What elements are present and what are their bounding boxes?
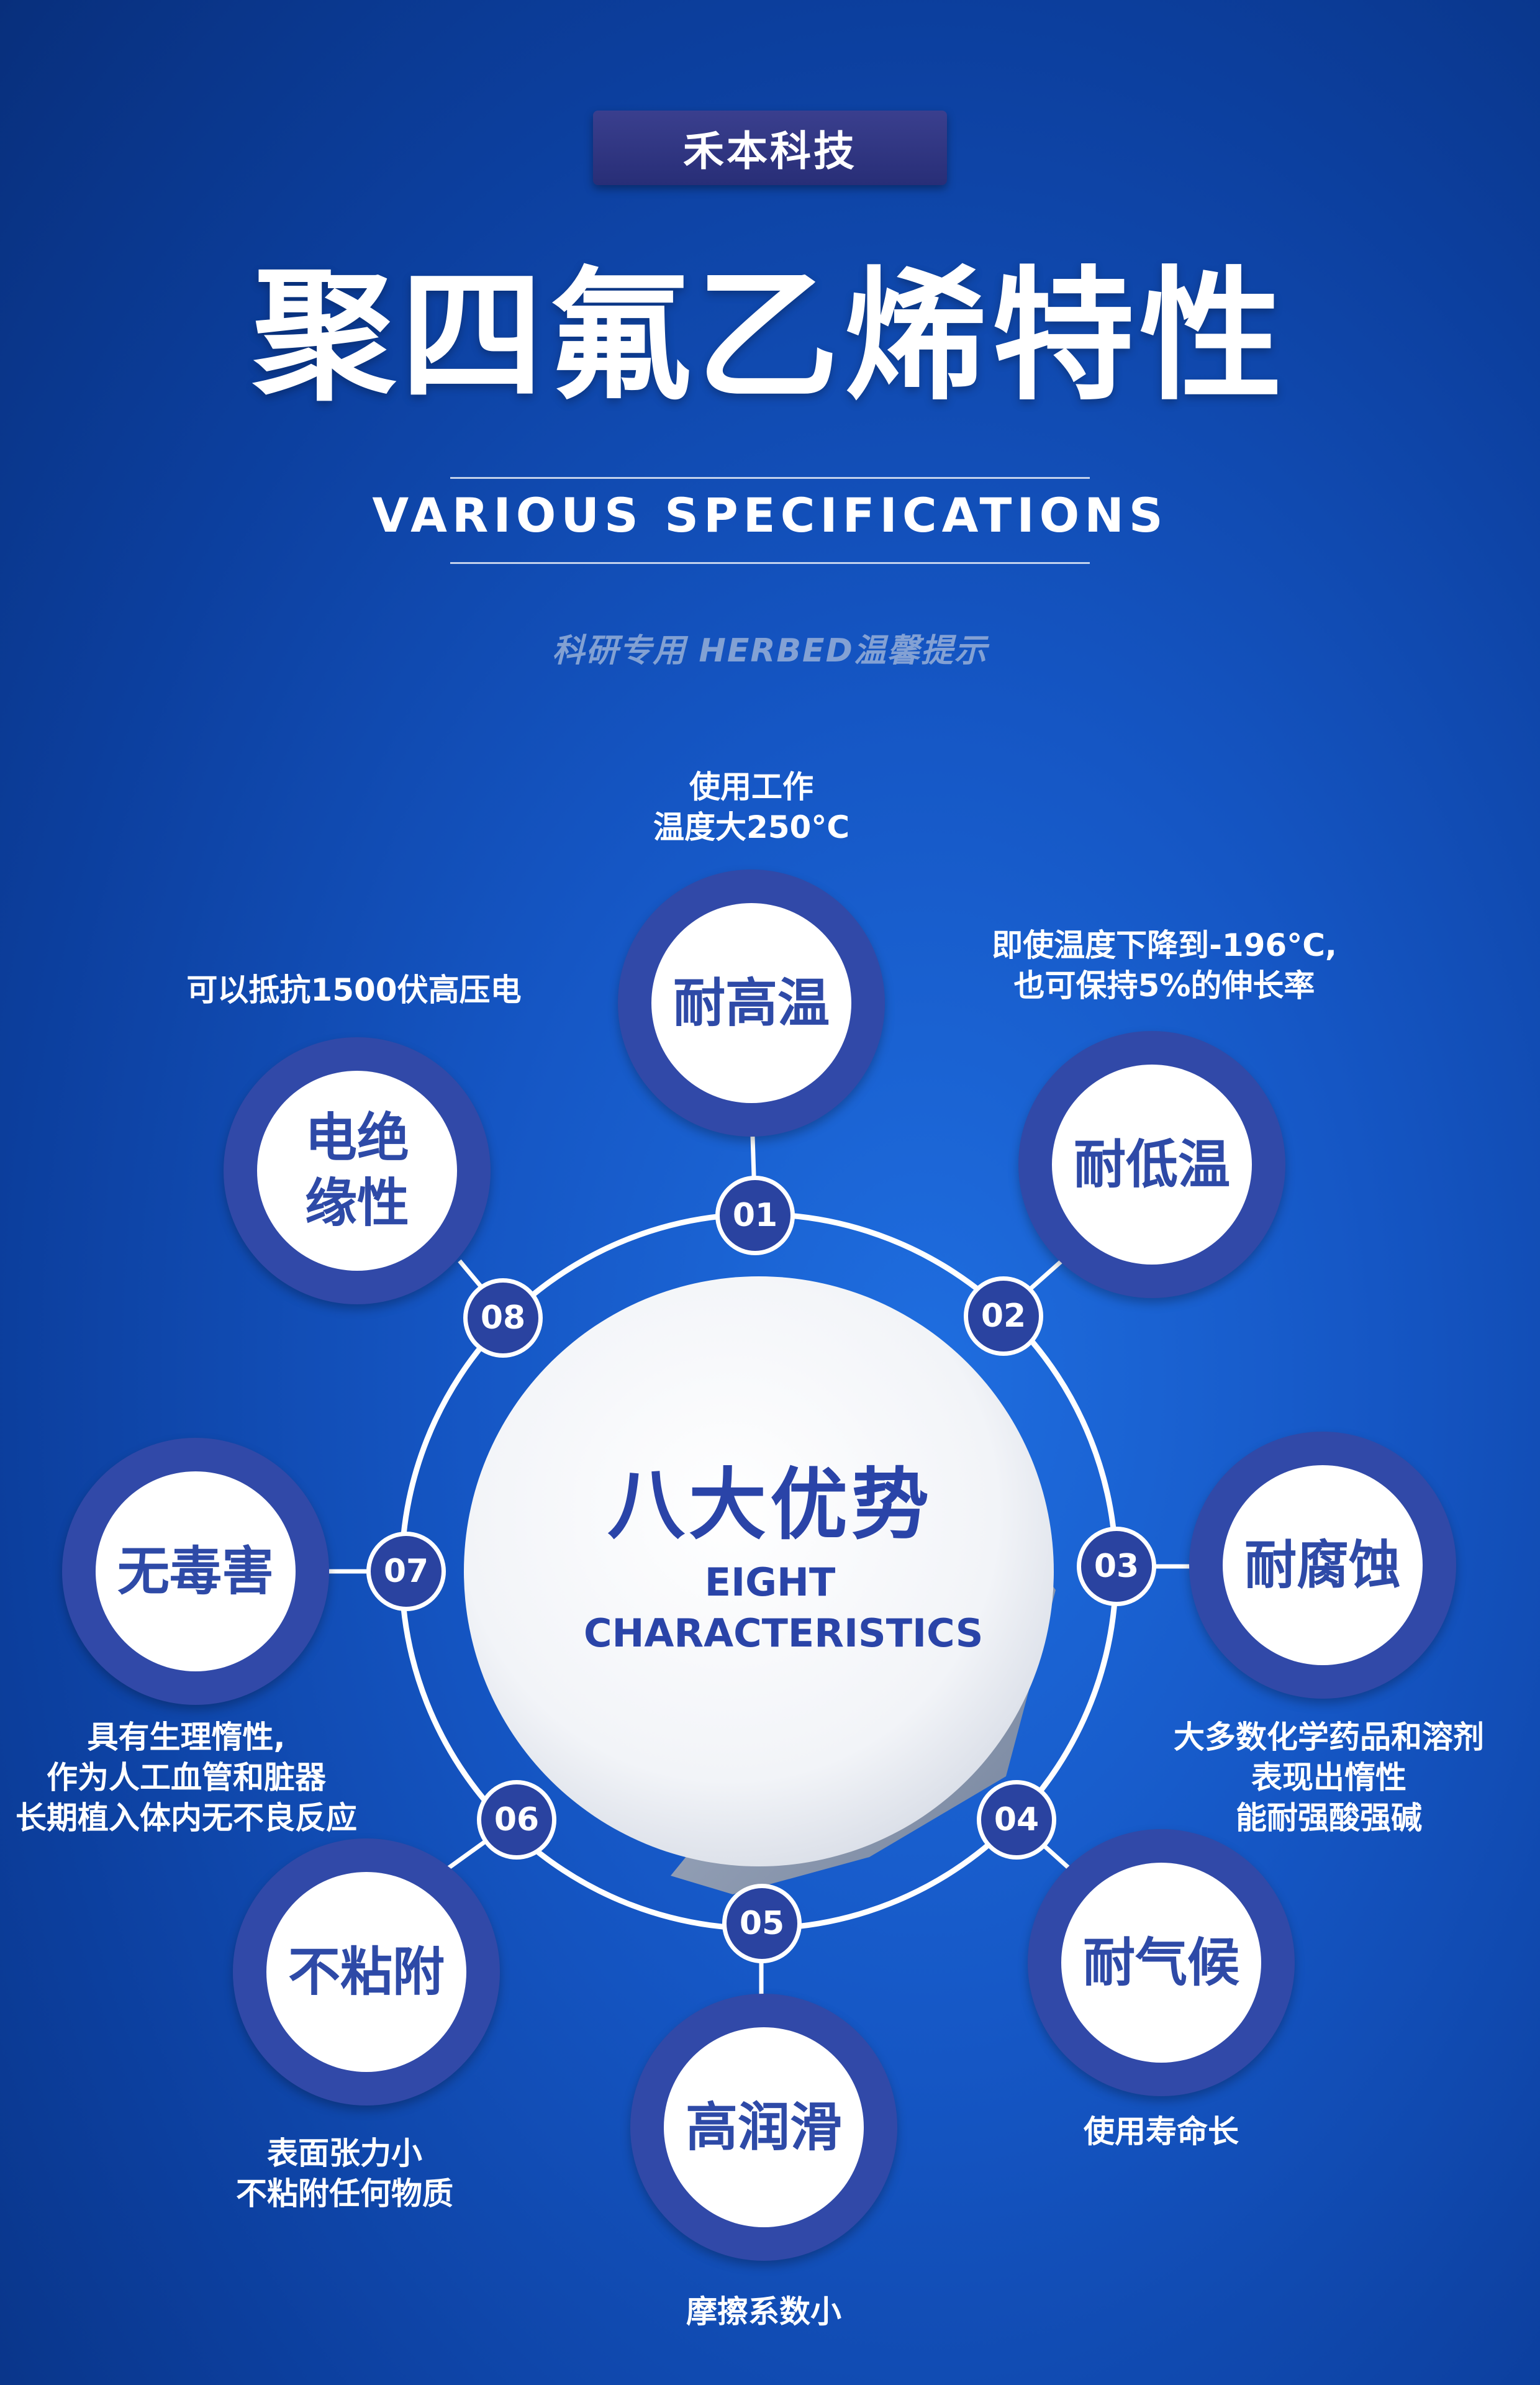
badge-05: 05 <box>722 1884 802 1963</box>
feature-desc-weather: 使用寿命长 <box>1084 2114 1239 2150</box>
feature-desc-insulation: 可以抵抗1500伏高压电 <box>186 972 522 1008</box>
page-subtitle: VARIOUS SPECIFICATIONS <box>372 488 1168 543</box>
center-en-line1: EIGHT <box>704 1559 836 1605</box>
brand-name: 禾本科技 <box>683 127 857 175</box>
feature-node-non-stick: 不粘附 <box>233 1838 500 2106</box>
divider-bottom <box>450 562 1090 564</box>
center-title: 八大优势 <box>607 1460 933 1550</box>
feature-label: 耐高温 <box>673 972 830 1034</box>
badge-01: 01 <box>715 1176 795 1255</box>
feature-node-weather: 耐气候 <box>1028 1829 1295 2096</box>
feature-desc-low-temp: 即使温度下降到-196°C,也可保持5%的伸长率 <box>992 927 1337 1004</box>
feature-desc-non-toxic: 具有生理惰性,作为人工血管和脏器长期植入体内无不良反应 <box>16 1719 357 1836</box>
center-label: 八大优势 EIGHT CHARACTERISTICS <box>584 1460 984 1656</box>
feature-label: 耐气候 <box>1082 1932 1239 1993</box>
feature-label-line2: 缘性 <box>304 1173 409 1233</box>
feature-desc-corrosion: 大多数化学药品和溶剂表现出惰性能耐强酸强碱 <box>1174 1719 1484 1836</box>
badge-02: 02 <box>964 1276 1043 1356</box>
feature-desc-non-stick: 表面张力小不粘附任何物质 <box>236 2135 453 2212</box>
feature-label: 电绝 缘性 <box>305 1106 409 1236</box>
feature-label: 无毒害 <box>117 1540 274 1602</box>
badge-03: 03 <box>1077 1527 1156 1606</box>
feature-node-lubrication: 高润滑 <box>630 1994 897 2261</box>
badge-06: 06 <box>477 1780 556 1860</box>
badge-08: 08 <box>463 1278 543 1358</box>
feature-label: 高润滑 <box>685 2096 842 2158</box>
center-disc <box>464 1276 1054 1866</box>
feature-desc-high-temp: 使用工作温度大250°C <box>653 769 850 845</box>
page-title: 聚四氟乙烯特性 <box>252 254 1287 420</box>
brand-badge: 禾本科技 <box>593 111 947 185</box>
feature-label: 耐低温 <box>1073 1133 1230 1195</box>
feature-label: 不粘附 <box>288 1941 445 2002</box>
feature-label: 耐腐蚀 <box>1244 1534 1401 1596</box>
center-en-line2: CHARACTERISTICS <box>584 1610 984 1656</box>
feature-node-high-temp: 耐高温 <box>618 870 885 1137</box>
feature-node-insulation: 电绝 缘性 <box>224 1037 491 1304</box>
hint-text: 科研专用 HERBED温馨提示 <box>552 632 988 670</box>
feature-label-line1: 电绝 <box>304 1107 409 1168</box>
badge-04: 04 <box>977 1780 1056 1860</box>
badge-07: 07 <box>366 1532 446 1611</box>
divider-top <box>450 477 1090 479</box>
feature-desc-lubrication: 摩擦系数小 <box>686 2294 841 2330</box>
feature-node-low-temp: 耐低温 <box>1018 1031 1285 1298</box>
feature-node-corrosion: 耐腐蚀 <box>1189 1432 1456 1699</box>
feature-node-non-toxic: 无毒害 <box>62 1438 329 1705</box>
